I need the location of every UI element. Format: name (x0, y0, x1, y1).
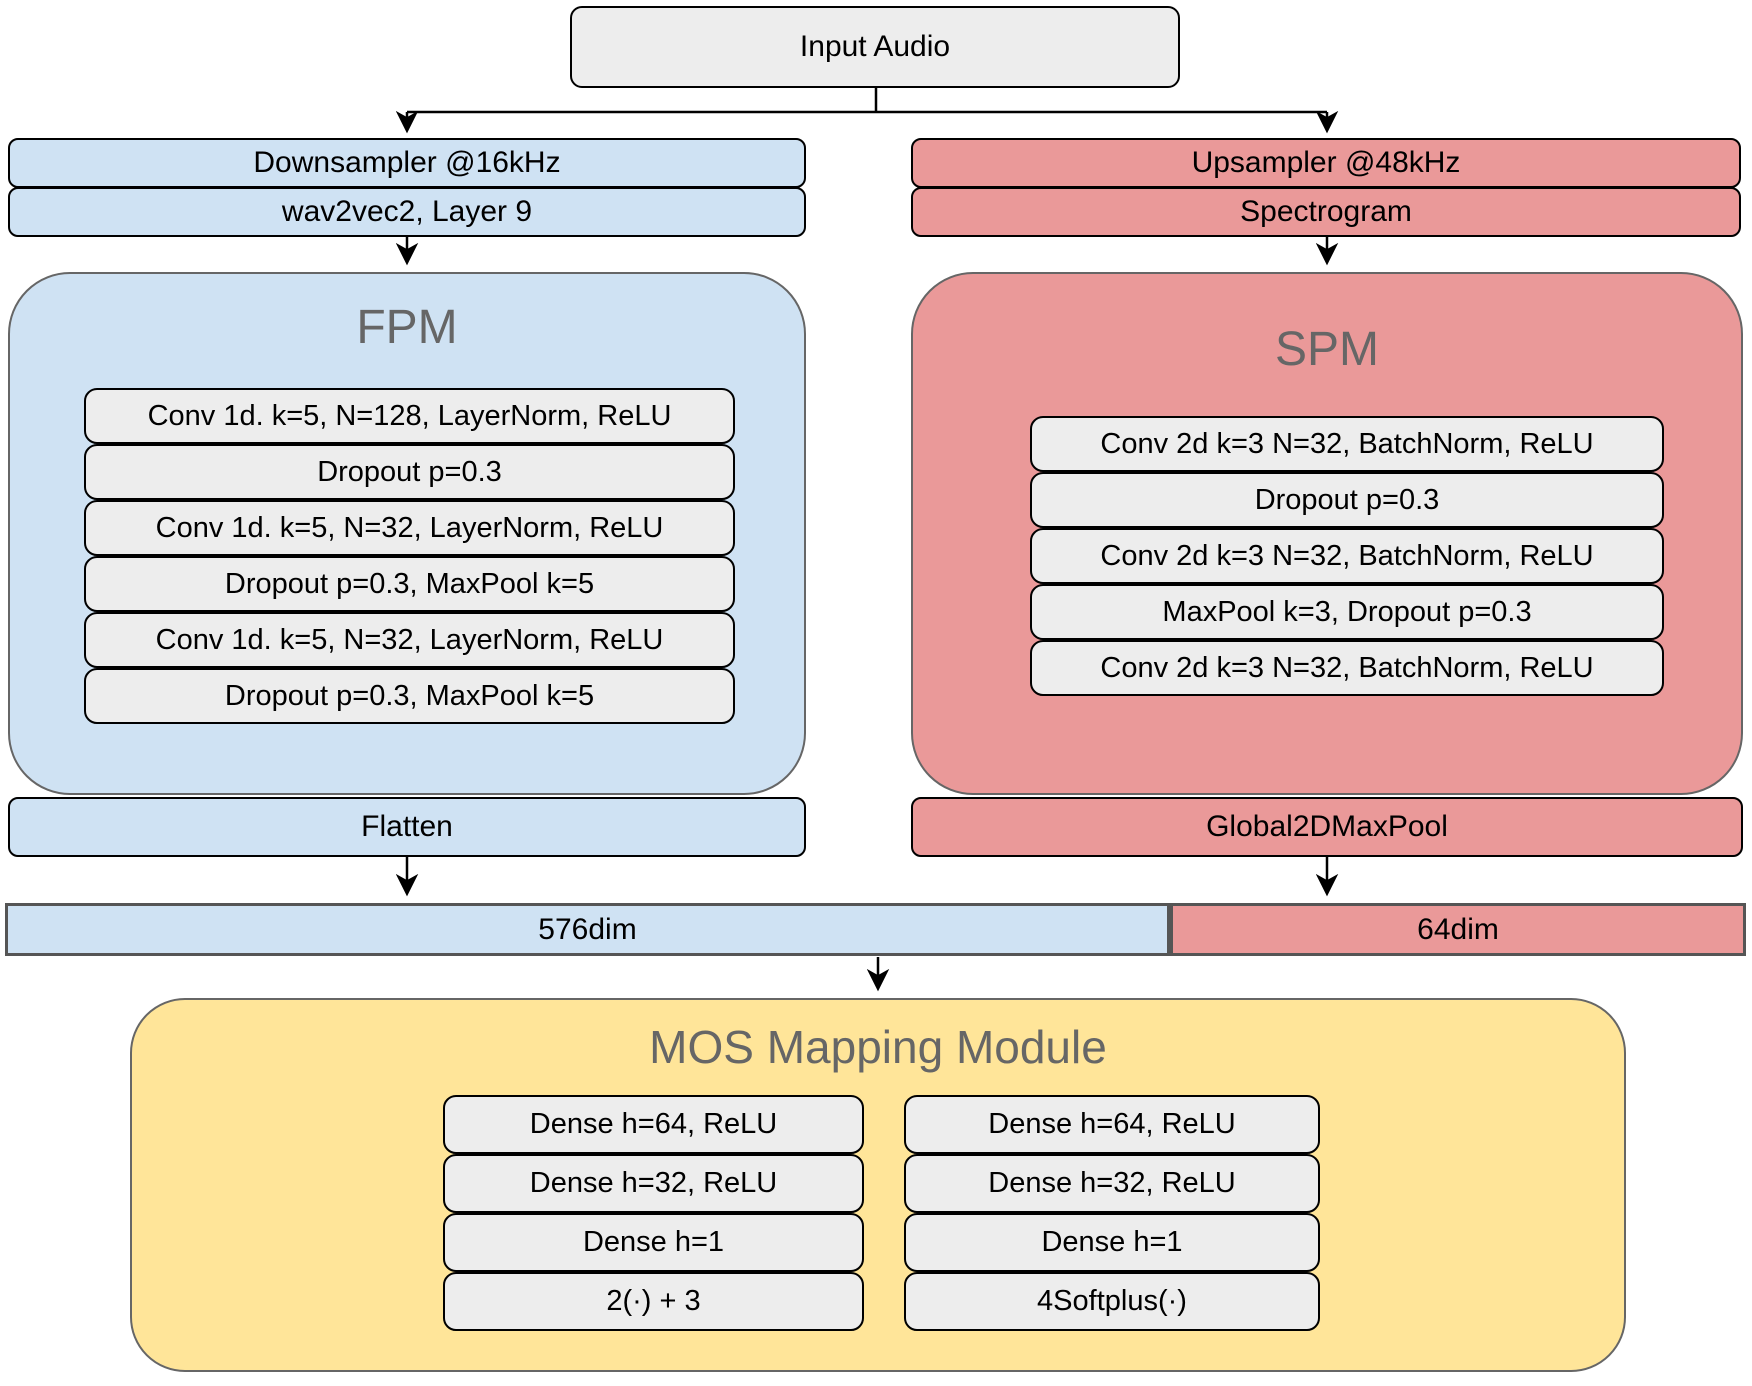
spm-layer-5: Conv 2d k=3 N=32, BatchNorm, ReLU (1030, 640, 1664, 696)
mos-right-row-2: Dense h=32, ReLU (904, 1154, 1320, 1213)
global2dmaxpool-node: Global2DMaxPool (911, 797, 1743, 857)
flatten-label: Flatten (361, 810, 453, 843)
spectrogram-label: Spectrogram (1240, 195, 1412, 228)
dim-64-segment: 64dim (1170, 903, 1746, 956)
mos-right-row-4: 4Softplus(·) (904, 1272, 1320, 1331)
mos-title: MOS Mapping Module (649, 1021, 1107, 1073)
fpm-layer-3: Conv 1d. k=5, N=32, LayerNorm, ReLU (84, 500, 735, 556)
dim-bar: 576dim 64dim (5, 903, 1746, 956)
mos-right-row-1: Dense h=64, ReLU (904, 1095, 1320, 1154)
mos-left-row-3: Dense h=1 (443, 1213, 864, 1272)
mos-right-column: Dense h=64, ReLU Dense h=32, ReLU Dense … (904, 1095, 1320, 1335)
mos-left-row-4: 2(·) + 3 (443, 1272, 864, 1331)
downsampler-label: Downsampler @16kHz (253, 146, 561, 179)
fpm-title: FPM (356, 301, 458, 354)
wav2vec2-label: wav2vec2, Layer 9 (281, 195, 533, 228)
mos-container: MOS Mapping Module (130, 998, 1626, 1372)
spm-layer-3: Conv 2d k=3 N=32, BatchNorm, ReLU (1030, 528, 1664, 584)
fpm-layer-6: Dropout p=0.3, MaxPool k=5 (84, 668, 735, 724)
fpm-layer-4: Dropout p=0.3, MaxPool k=5 (84, 556, 735, 612)
mos-left-column: Dense h=64, ReLU Dense h=32, ReLU Dense … (443, 1095, 864, 1335)
spm-title: SPM (1274, 323, 1379, 376)
fpm-layer-5: Conv 1d. k=5, N=32, LayerNorm, ReLU (84, 612, 735, 668)
spm-layer-1: Conv 2d k=3 N=32, BatchNorm, ReLU (1030, 416, 1664, 472)
downsampler-node: Downsampler @16kHz (8, 138, 806, 188)
dim-576-label: 576dim (538, 912, 637, 946)
mos-left-row-1: Dense h=64, ReLU (443, 1095, 864, 1154)
input-audio-label: Input Audio (799, 30, 951, 63)
global2dmaxpool-label: Global2DMaxPool (1206, 810, 1448, 843)
dim-64-label: 64dim (1417, 912, 1499, 946)
spm-layer-2: Dropout p=0.3 (1030, 472, 1664, 528)
wav2vec2-node: wav2vec2, Layer 9 (8, 187, 806, 237)
spm-layer-4: MaxPool k=3, Dropout p=0.3 (1030, 584, 1664, 640)
input-audio-node: Input Audio (570, 6, 1180, 88)
mos-right-row-3: Dense h=1 (904, 1213, 1320, 1272)
mos-left-row-2: Dense h=32, ReLU (443, 1154, 864, 1213)
dim-576-segment: 576dim (5, 903, 1170, 956)
fpm-layer-2: Dropout p=0.3 (84, 444, 735, 500)
spectrogram-node: Spectrogram (911, 187, 1741, 237)
upsampler-node: Upsampler @48kHz (911, 138, 1741, 188)
fpm-layer-1: Conv 1d. k=5, N=128, LayerNorm, ReLU (84, 388, 735, 444)
flatten-node: Flatten (8, 797, 806, 857)
upsampler-label: Upsampler @48kHz (1191, 146, 1461, 179)
